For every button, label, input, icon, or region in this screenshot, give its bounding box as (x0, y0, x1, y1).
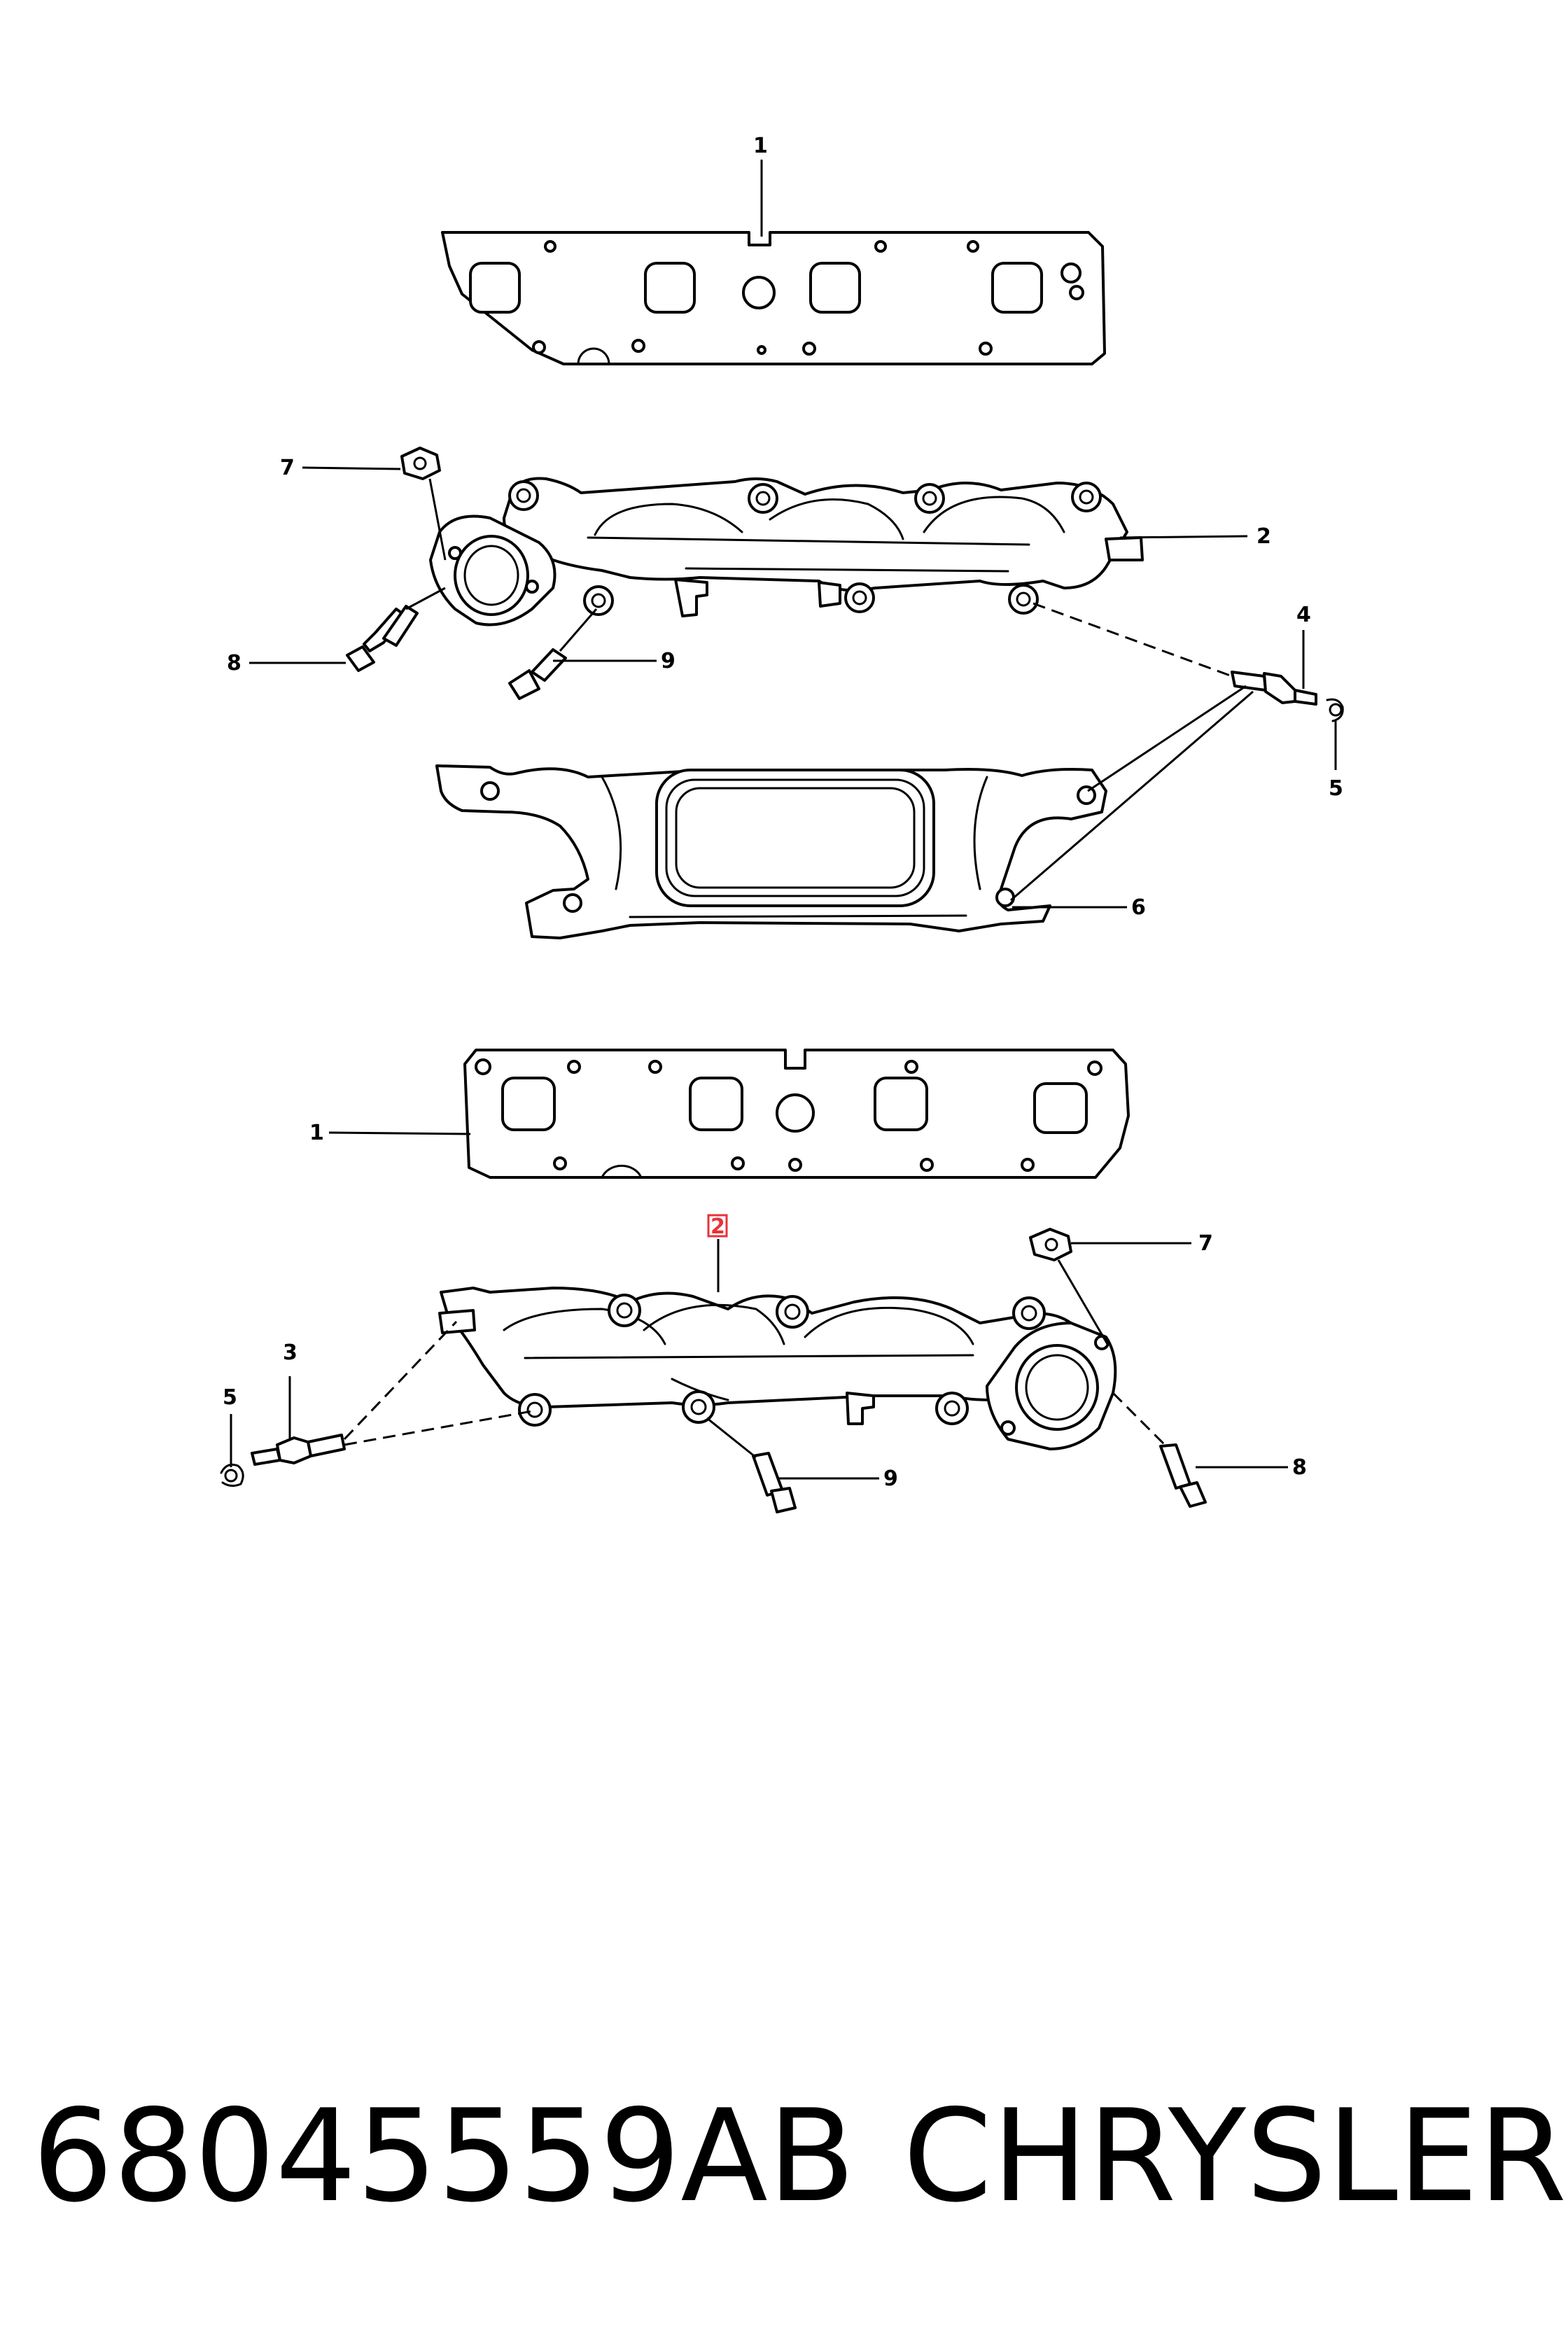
leader-gasket-bottom (328, 1131, 471, 1135)
gasket-top (441, 231, 1106, 365)
stud-bolt-top (508, 648, 567, 700)
heat-shield (435, 764, 1107, 939)
manifold-top (429, 477, 1144, 626)
nut-bottom (1029, 1228, 1072, 1261)
highlight-box-manifold-bottom (707, 1214, 728, 1238)
callout-manifold-bottom: 2 (710, 1214, 725, 1239)
callout-clip-bottom: 5 (223, 1385, 237, 1410)
callout-gasket-top: 1 (753, 134, 768, 158)
bolt-bottom (1159, 1443, 1207, 1508)
part-number: 68045559AB (32, 2082, 855, 2230)
callout-manifold-top: 2 (1256, 524, 1271, 549)
callout-heat-shield: 6 (1131, 895, 1146, 920)
callout-bolt-top: 8 (227, 651, 241, 676)
bolt-top (346, 605, 419, 672)
nut-top (400, 447, 441, 480)
o2-sensor-top (1231, 671, 1317, 706)
clip-top (1326, 698, 1344, 722)
brand-name: CHRYSLER (903, 2082, 1567, 2230)
o2-sensor-bottom (251, 1434, 346, 1466)
callout-bolt-bottom: 8 (1292, 1455, 1307, 1480)
callout-o2-sensor-bottom: 3 (283, 1340, 298, 1365)
callout-stud-bolt-top: 9 (661, 649, 676, 673)
gasket-bottom (463, 1049, 1130, 1179)
callout-stud-bolt-bottom: 9 (883, 1466, 898, 1491)
callout-o2-sensor-top: 4 (1296, 603, 1311, 627)
callout-nut-top: 7 (280, 456, 295, 480)
leader-manifold-top (1119, 535, 1248, 539)
manifold-bottom (438, 1287, 1117, 1450)
footer: 68045559AB CHRYSLER (0, 2086, 1568, 2226)
callout-nut-bottom: 7 (1198, 1231, 1213, 1256)
stud-bolt-bottom (752, 1452, 797, 1513)
callout-gasket-bottom: 1 (309, 1121, 324, 1145)
clip-bottom (220, 1463, 244, 1488)
callout-clip-top: 5 (1329, 776, 1343, 801)
leader-nut-top (302, 466, 401, 470)
